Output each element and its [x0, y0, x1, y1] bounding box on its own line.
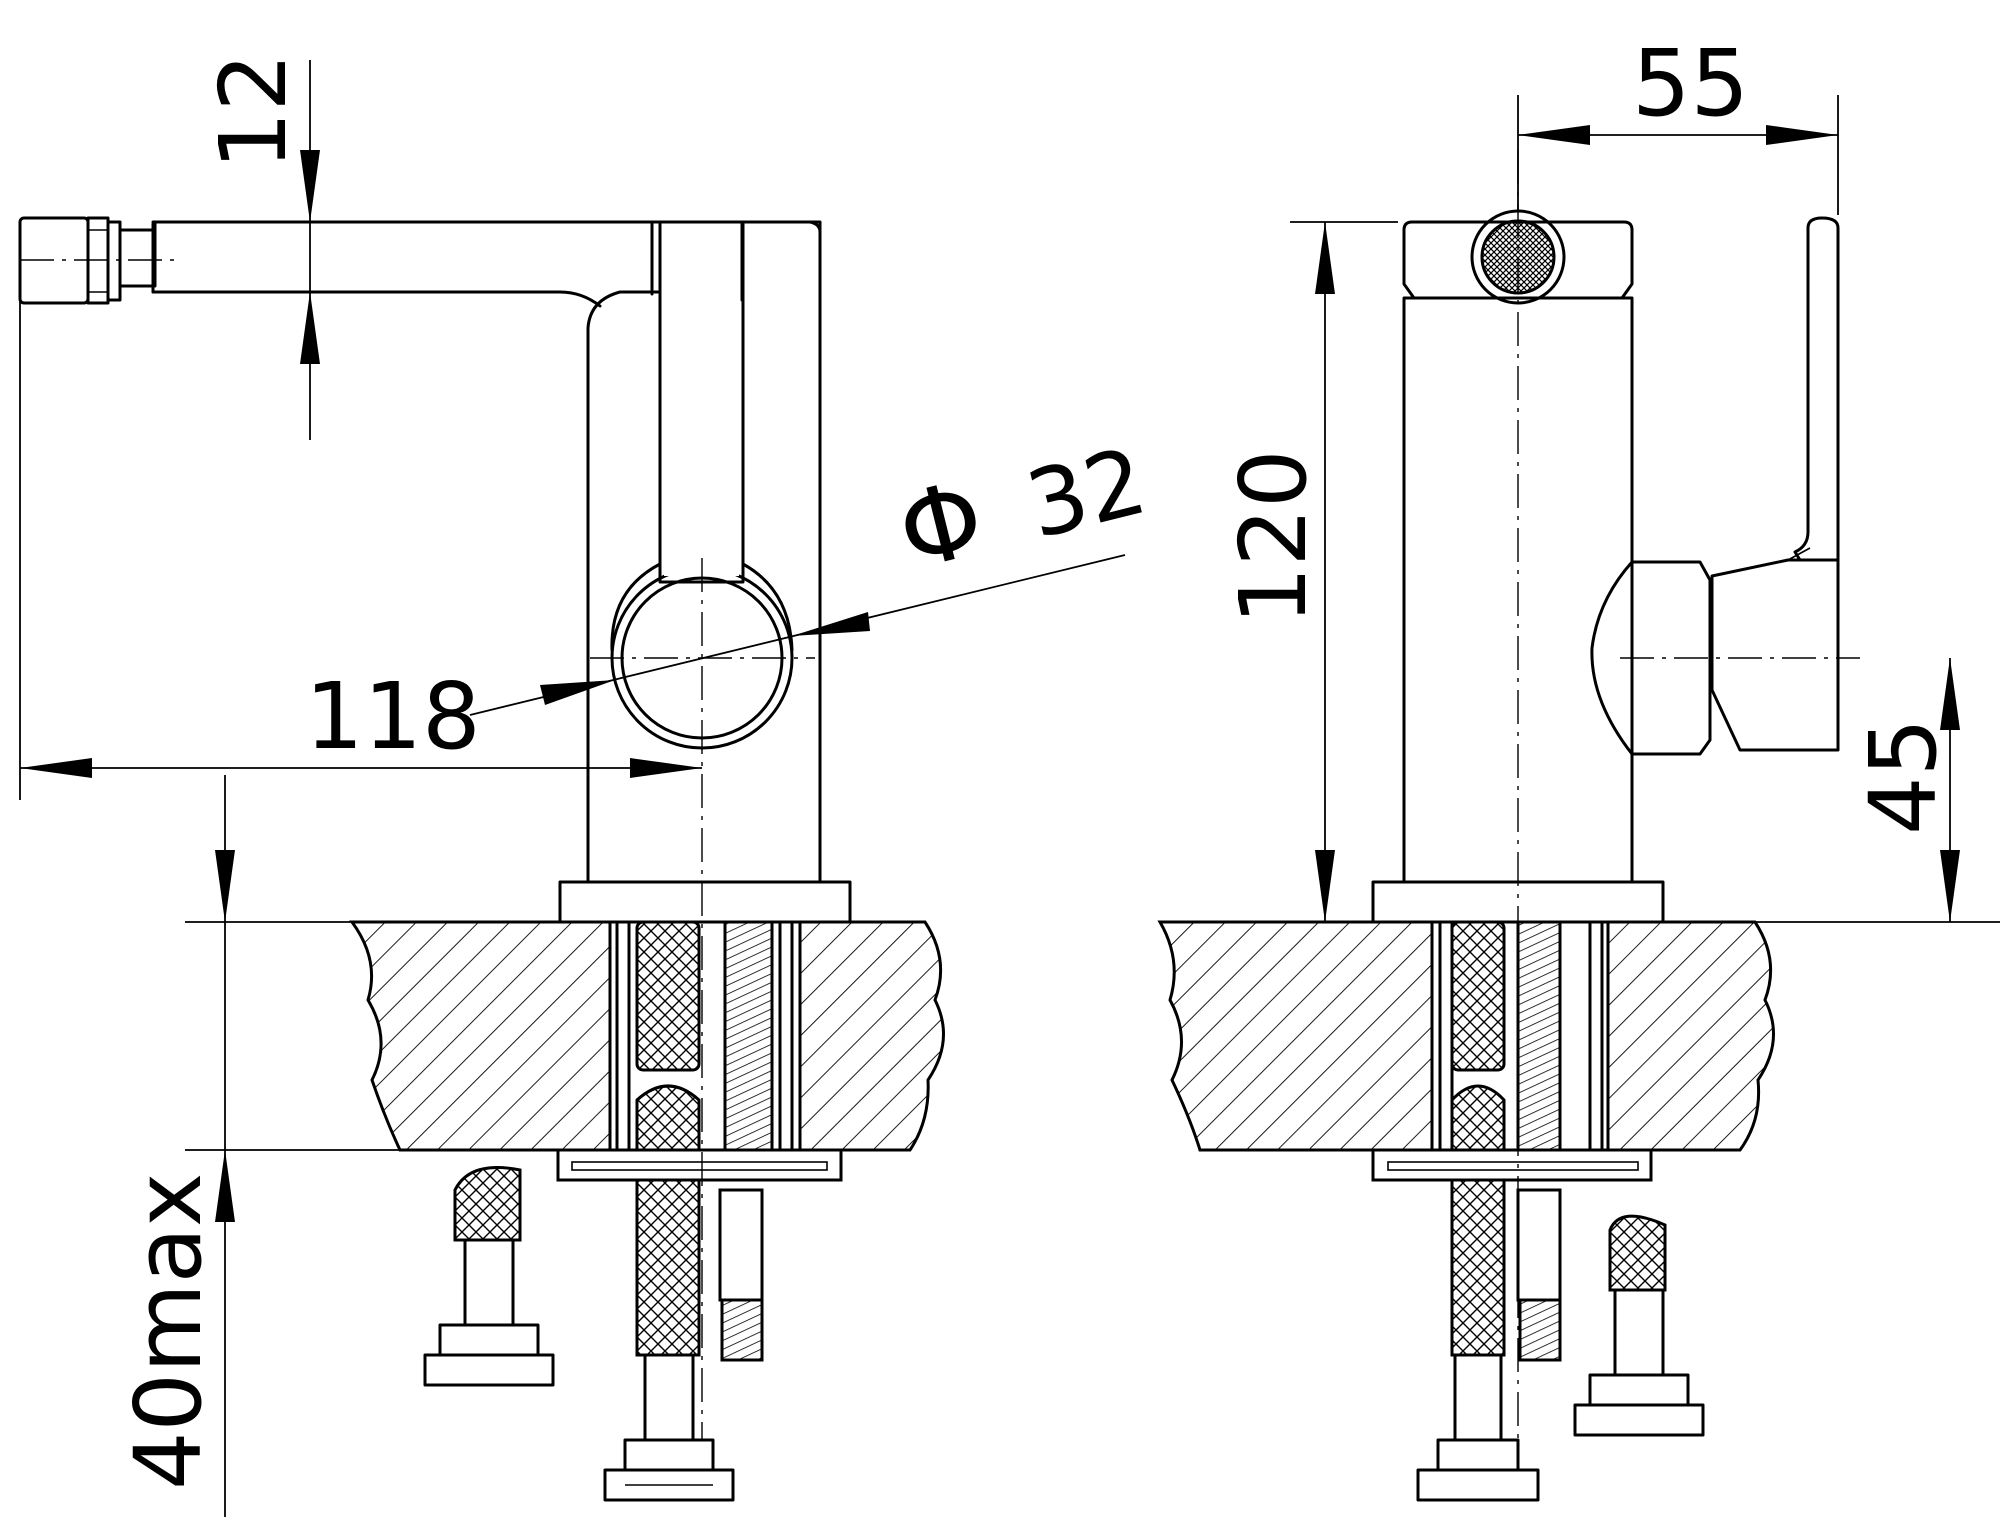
countertop-right: [1157, 920, 1775, 1152]
svg-text:Φ 32: Φ 32: [887, 416, 1157, 594]
side-view: 12 118 Φ 32 40max: [18, 53, 1157, 1517]
dimension-diameter-32: Φ 32: [469, 416, 1157, 716]
dimension-12-label: 12: [200, 53, 307, 170]
front-view: 55 120 45: [1157, 30, 2000, 1502]
dimension-40max: 40max: [115, 775, 805, 1517]
dimension-120-label: 120: [1220, 449, 1327, 625]
dimension-45-label: 45: [1850, 718, 1957, 835]
dimension-40max-label: 40max: [115, 1172, 222, 1490]
hoses-left: [423, 920, 843, 1502]
dimension-32-label: 32: [1017, 427, 1156, 559]
dimension-12: 12: [200, 53, 320, 440]
faucet-body-front: [1371, 209, 1840, 924]
dimension-118: 118: [19, 262, 702, 800]
dimension-55-label: 55: [1632, 30, 1749, 137]
hoses-right: [1371, 920, 1705, 1502]
faucet-body-side: [558, 220, 852, 924]
countertop-left: [349, 920, 945, 1152]
dimension-55: 55: [1517, 30, 1839, 215]
diameter-symbol: Φ: [887, 456, 996, 594]
dimension-118-label: 118: [305, 663, 481, 770]
dimension-45: 45: [1660, 658, 2000, 923]
dimension-120: 120: [1220, 221, 1398, 922]
